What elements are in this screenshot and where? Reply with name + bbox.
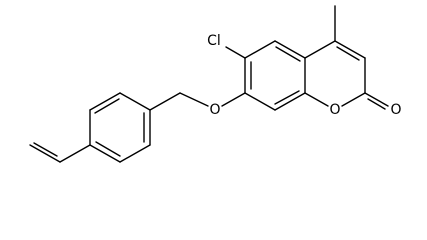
vinyl-group — [29, 142, 91, 163]
ether-oxygen-label: O — [209, 102, 220, 118]
chemical-structure-diagram: Cl O O O — [29, 5, 402, 163]
ring-oxygen-label: O — [329, 102, 340, 118]
chlorine-atom-label: Cl — [207, 33, 221, 49]
pyranone-ring — [304, 40, 366, 107]
vinylphenyl-ring — [89, 92, 151, 163]
carbonyl-bond — [364, 92, 389, 110]
carbonyl-oxygen-label: O — [390, 102, 401, 118]
benzyloxy-linker — [149, 92, 246, 111]
chloro-bond — [225, 46, 246, 59]
coumarin-benzene-ring — [244, 40, 306, 111]
